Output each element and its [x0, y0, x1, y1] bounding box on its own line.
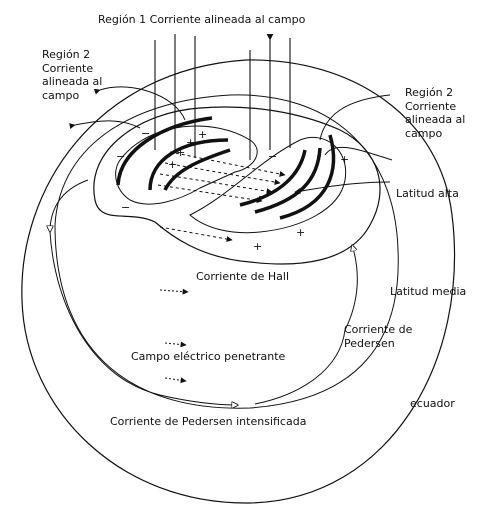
penetrating-field-label: Campo eléctrico penetrante — [131, 350, 286, 363]
high-latitude-label: Latitud alta — [396, 187, 459, 200]
region1-current-arcs — [116, 116, 336, 220]
plus-sign: + — [198, 128, 208, 141]
minus-sign: − — [141, 127, 151, 140]
hall-current-arrows — [157, 151, 286, 242]
minus-sign: − — [258, 190, 268, 203]
hall-current-label: Corriente de Hall — [196, 270, 290, 283]
plus-sign: + — [340, 153, 350, 166]
pedersen-current-label: Corriente de Pedersen — [344, 323, 413, 350]
region2-right-label: Región 2 Corriente alineada al campo — [405, 86, 466, 140]
plus-sign: + — [168, 158, 178, 171]
mid-latitude-label: Latitud media — [390, 285, 467, 298]
plus-sign: + — [186, 136, 196, 149]
field-aligned-lines — [154, 34, 291, 160]
inner-region-right — [189, 136, 347, 234]
region1-label: Región 1 Corriente alineada al campo — [98, 13, 306, 26]
pedersen-paths — [50, 179, 358, 405]
hemisphere-outline — [21, 59, 456, 504]
inner-region-left — [115, 125, 258, 205]
penetrating-field-arrows — [159, 288, 189, 384]
plus-sign: + — [253, 240, 263, 253]
minus-sign: − — [268, 150, 278, 163]
plus-sign: + — [296, 226, 306, 239]
minus-sign: − — [116, 150, 126, 163]
auroral-oval — [93, 106, 381, 265]
minus-sign: − — [121, 201, 131, 214]
region2-curves — [69, 86, 393, 195]
equator-label: ecuador — [410, 397, 455, 410]
region2-left-label: Región 2 Corriente alineada al campo — [42, 48, 103, 102]
plus-sign: + — [176, 146, 186, 159]
enhanced-pedersen-label: Corriente de Pedersen intensificada — [110, 415, 307, 428]
